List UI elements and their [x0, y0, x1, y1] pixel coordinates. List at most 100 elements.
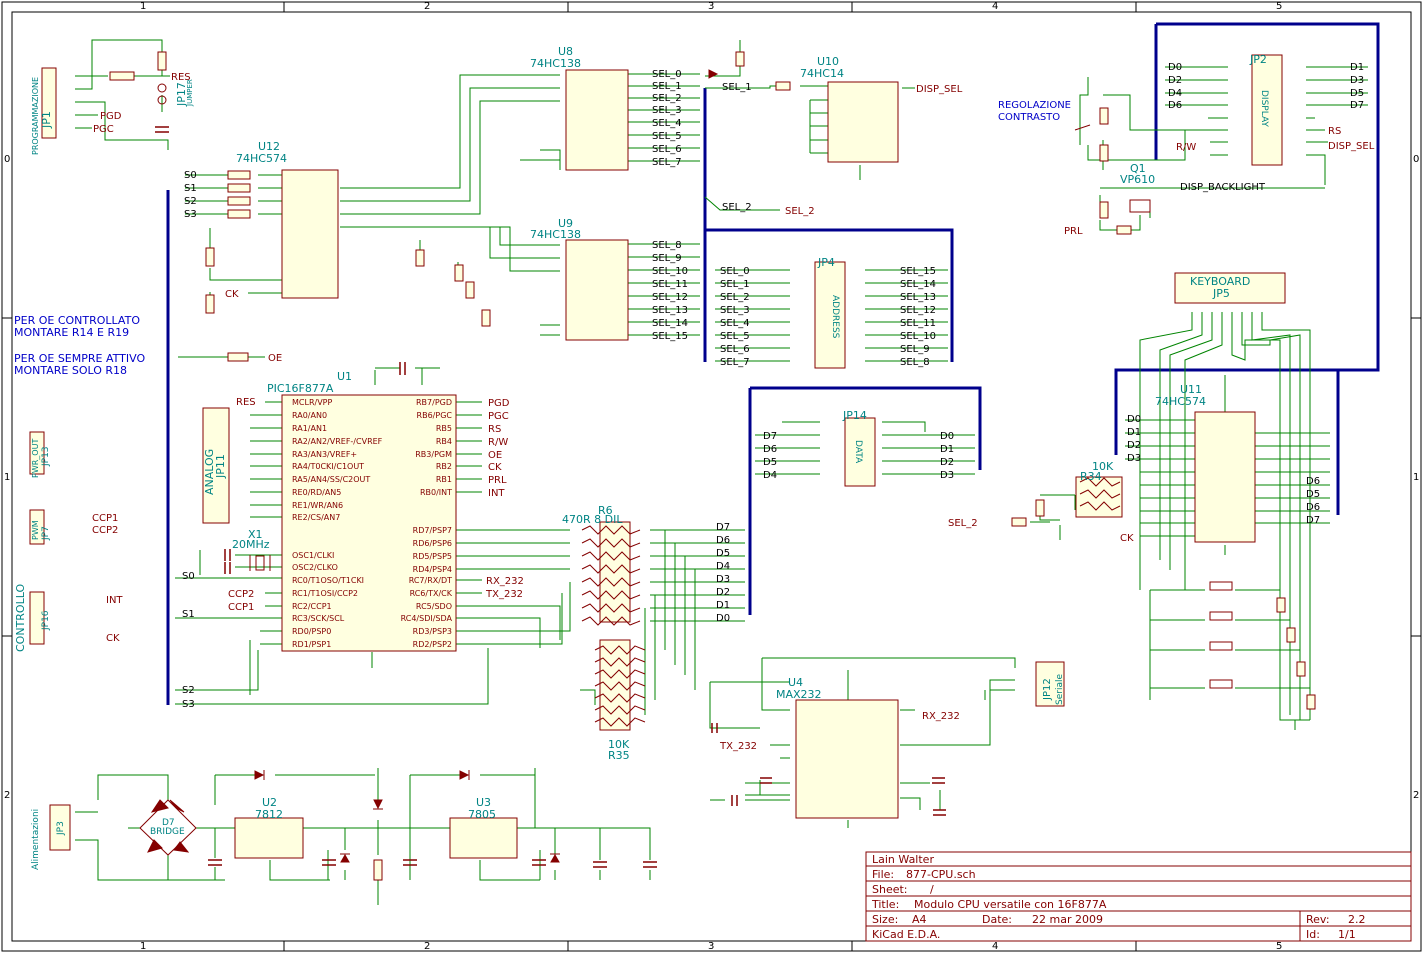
jp11-body: [202, 407, 230, 524]
u8-value: 74HC138: [530, 57, 581, 70]
tb-id-label: Id:: [1306, 928, 1320, 941]
u12-value: 74HC574: [236, 152, 287, 165]
note-oe-2: MONTARE R14 E R19: [14, 326, 129, 339]
jp13-body: [29, 431, 45, 475]
row-label: 0: [4, 154, 10, 165]
disp-d: D0: [1168, 62, 1182, 73]
pgd-label: PGD: [100, 111, 122, 122]
s0-label: S0: [184, 170, 197, 181]
sel2-label: SEL_2: [785, 206, 815, 217]
jp13-value: PWR_OUT: [31, 439, 40, 478]
u8-out: SEL_1: [652, 81, 682, 92]
col-label: 3: [708, 1, 714, 12]
jp12-ref: JP12: [1042, 678, 1053, 701]
tx232-label: TX_232: [485, 589, 523, 600]
jp4-body: [814, 261, 846, 369]
u9-out: SEL_9: [652, 253, 682, 264]
jp12-body: [1035, 661, 1065, 707]
jp4-left: SEL_0: [720, 266, 750, 277]
note-oe-1: PER OE CONTROLLATO: [14, 314, 140, 327]
note-contrast-1: REGOLAZIONE: [998, 100, 1071, 111]
u9-out: SEL_15: [652, 331, 688, 342]
q1-ref: Q1: [1130, 162, 1146, 175]
pin-label: RA4/T0CKI/C1OUT: [292, 462, 364, 471]
ccp1-label: CCP1: [92, 513, 118, 524]
col-label: 2: [424, 941, 430, 952]
passives: [109, 51, 1316, 881]
u3-value: 7805: [468, 808, 496, 821]
u11-in: D2: [1127, 440, 1141, 451]
u8-out: SEL_5: [652, 131, 682, 142]
tb-tool: KiCad E.D.A.: [872, 928, 940, 941]
jp1-ref: JP1: [40, 111, 53, 129]
u1-right-pins: RB7/PGD RB6/PGC RB5 RB4 RB3/PGM RB2 RB1 …: [401, 398, 453, 649]
tx232-label: TX_232: [719, 741, 757, 752]
u11-in: D3: [1127, 453, 1141, 464]
pin-label: OSC2/CLKO: [292, 563, 338, 572]
col-label: 5: [1276, 1, 1282, 12]
u4-ref: U4: [788, 676, 803, 689]
tb-id: 1/1: [1338, 928, 1356, 941]
disp-d: D6: [1168, 100, 1182, 111]
tb-date-label: Date:: [982, 913, 1012, 926]
col-label: 4: [992, 941, 998, 952]
rs-label: RS: [1328, 126, 1341, 137]
u9-ref: U9: [558, 217, 573, 230]
capacitors: [155, 126, 946, 868]
q1-value: VP610: [1120, 173, 1155, 186]
oe-label: OE: [268, 353, 282, 364]
ccp2-label: CCP2: [228, 589, 254, 600]
jp14-right: D2: [940, 457, 954, 468]
frame-labels: 1 2 3 4 5 1 2 3 4 5 0 1 2 0 1 2: [4, 1, 1419, 952]
row-label: 1: [1413, 472, 1419, 483]
pin-label: RD0/PSP0: [292, 627, 331, 636]
jp11-value: ANALOG: [203, 449, 216, 495]
s2-net: S2: [182, 685, 195, 696]
x1-ref: X1: [248, 528, 263, 541]
u1-left-pins: MCLR/VPP RA0/AN0 RA1/AN1 RA2/AN2/VREF-/C…: [292, 398, 383, 649]
jp1-body: [41, 67, 57, 139]
pin-label: RA1/AN1: [292, 424, 327, 433]
pin-label: RA3/AN3/VREF+: [292, 450, 357, 459]
disp-sel-label: DISP_SEL: [1328, 141, 1375, 152]
u8-out: SEL_0: [652, 69, 682, 80]
u9-out: SEL_12: [652, 292, 688, 303]
jp2-value: DISPLAY: [1259, 90, 1269, 127]
col-label: 5: [1276, 941, 1282, 952]
pin-label: RC6/TX/CK: [410, 589, 453, 598]
pin-label: RD3/PSP3: [413, 627, 452, 636]
ccp1-label: CCP1: [228, 602, 254, 613]
u11-body: [1194, 411, 1256, 543]
u11-out: D6: [1306, 476, 1320, 487]
jp14-right: D0: [940, 431, 954, 442]
pin-label: RB2: [436, 462, 452, 471]
pin-label: MCLR/VPP: [292, 398, 332, 407]
s0-net: S0: [182, 571, 195, 582]
jp4-right: SEL_15: [900, 266, 936, 277]
jp14-left: D4: [763, 470, 777, 481]
tb-date: 22 mar 2009: [1032, 913, 1103, 926]
jp16-body: [29, 591, 45, 645]
pin-label: OSC1/CLKI: [292, 551, 334, 560]
rw-label: R/W: [1176, 142, 1196, 153]
jp12-value: Seriale: [1055, 674, 1065, 705]
disp-backlight-net: DISP_BACKLIGHT: [1180, 182, 1266, 193]
title-block: [865, 851, 1412, 942]
u11-out: D5: [1306, 489, 1320, 500]
jp13-ref: JP13: [41, 446, 51, 467]
jp3-value: Alimentazioni: [31, 809, 41, 870]
tb-sheet: /: [930, 883, 934, 896]
rx232-label: RX_232: [486, 576, 524, 587]
u1-value: PIC16F877A: [267, 382, 334, 395]
u8-out: SEL_6: [652, 144, 682, 155]
sel2-label: SEL_2: [948, 518, 978, 529]
pin-label: RE2/CS/AN7: [292, 513, 340, 522]
u12-body: [281, 169, 339, 299]
d7-value: BRIDGE: [150, 827, 185, 837]
jp4-left: SEL_1: [720, 279, 750, 290]
disp-d: D1: [1350, 62, 1364, 73]
pin-label: RC2/CCP1: [292, 602, 332, 611]
tb-author: Lain Walter: [872, 853, 934, 866]
jp4-ref: JP4: [817, 256, 835, 269]
u8-out: SEL_2: [652, 93, 682, 104]
